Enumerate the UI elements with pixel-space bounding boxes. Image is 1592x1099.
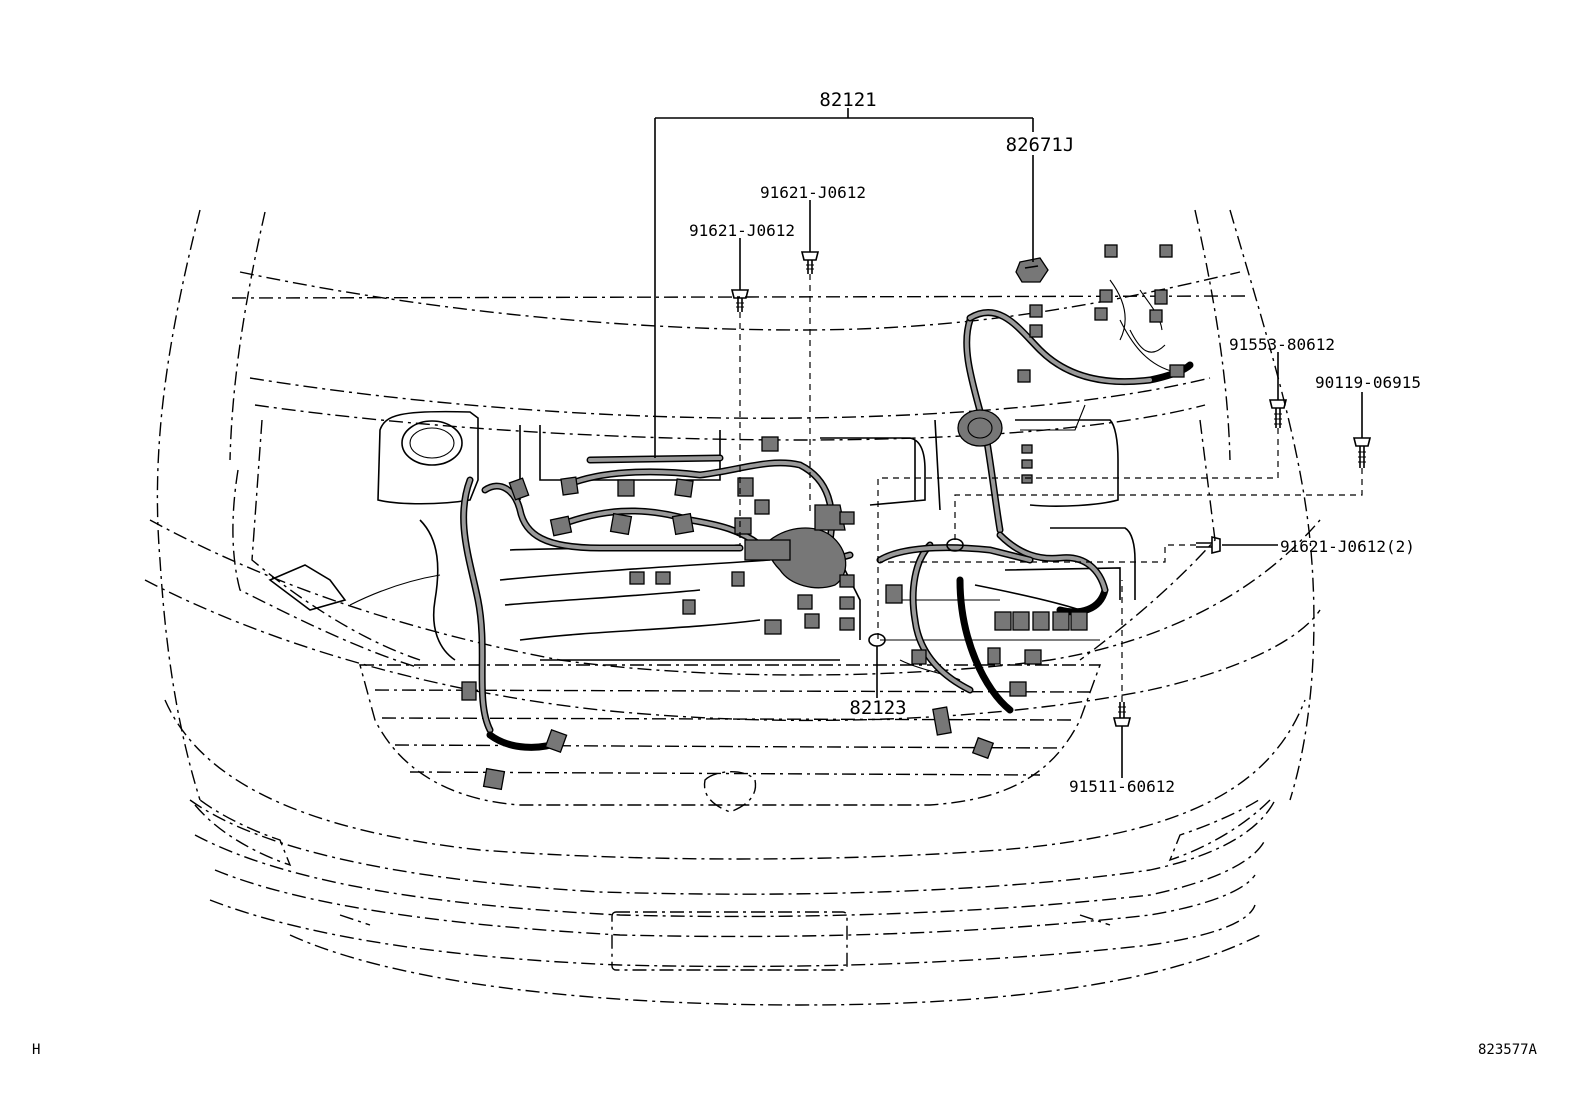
leader-lines: [654, 108, 1363, 778]
label-91621-J0612-lower: 91621-J0612: [689, 221, 795, 240]
bolt-icon: [800, 251, 820, 274]
footer-left-code: H: [32, 1042, 40, 1058]
bolt-icon: [1268, 399, 1288, 428]
bolt-icon: [1112, 702, 1132, 727]
bolt-icon: [1196, 535, 1221, 555]
bolt-icon: [1352, 437, 1372, 468]
label-82123: 82123: [849, 697, 906, 719]
bolt-icon: [730, 289, 750, 312]
figure-id: 823577A: [1478, 1042, 1538, 1058]
firewall-grommet: [957, 409, 1003, 447]
label-82121: 82121: [819, 89, 876, 111]
label-91621-J0612-2: 91621-J0612(2): [1280, 537, 1415, 556]
part-labels: 82121 82671J 91621-J0612 91621-J0612 915…: [689, 89, 1421, 796]
label-82671J: 82671J: [1006, 134, 1075, 156]
grommet-part: [1015, 257, 1049, 283]
label-91621-J0612-upper: 91621-J0612: [760, 183, 866, 202]
label-91511-60612: 91511-60612: [1069, 777, 1175, 796]
label-90119-06915: 90119-06915: [1315, 373, 1421, 392]
harness-connectors: [461, 244, 1185, 791]
wire-harness-82121: [460, 279, 1194, 751]
label-91553-80612: 91553-80612: [1229, 335, 1335, 354]
